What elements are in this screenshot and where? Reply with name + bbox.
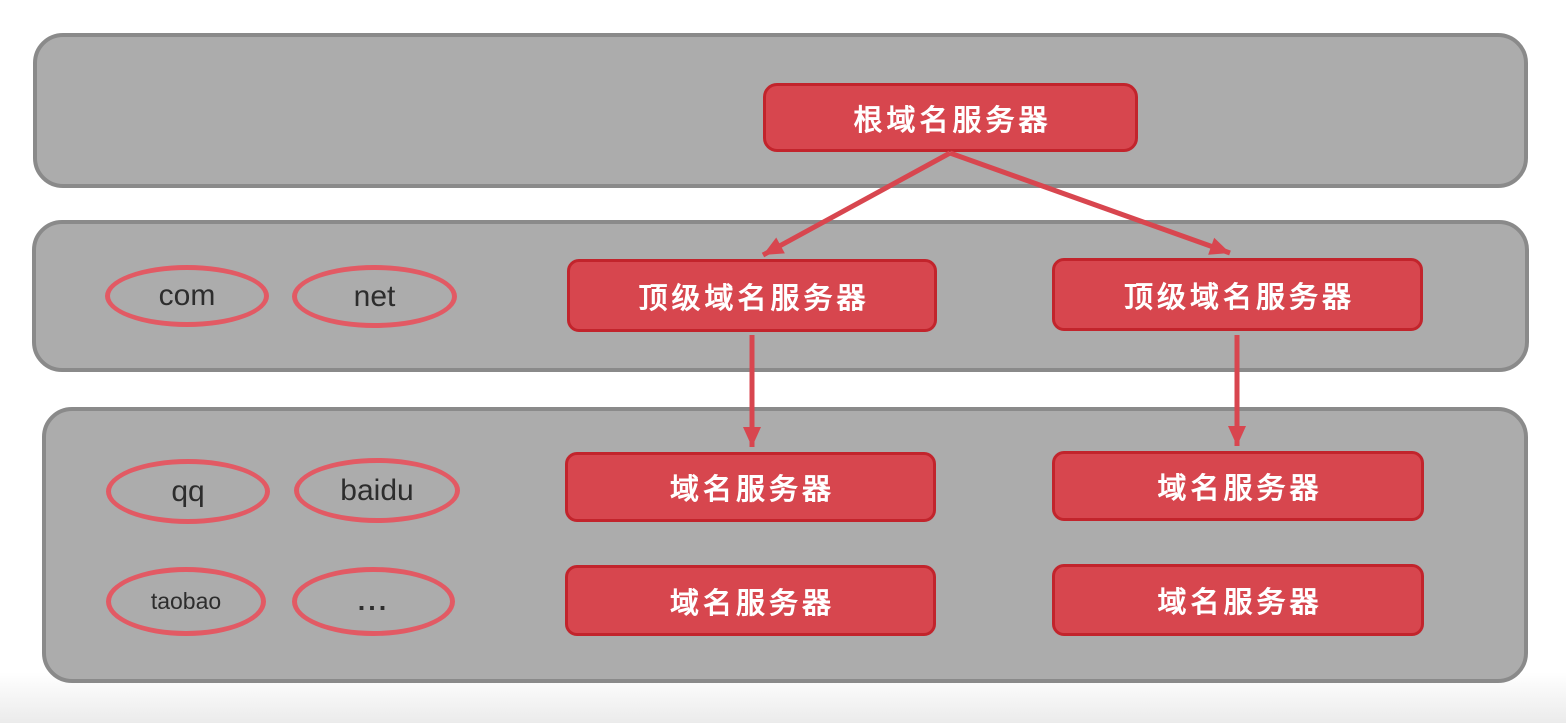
ellipse-taobao: taobao	[106, 567, 266, 636]
ellipse-qq-label: qq	[171, 474, 205, 508]
node-root-server: 根域名服务器	[763, 83, 1138, 152]
node-dns-server-left-1: 域名服务器	[565, 452, 936, 522]
ellipse-com-label: com	[158, 279, 216, 312]
ellipse-baidu-label: baidu	[340, 473, 414, 507]
ellipse-taobao-label: taobao	[150, 588, 222, 614]
node-dns-server-right-1: 域名服务器	[1052, 451, 1424, 521]
node-dns-server-left-2: 域名服务器	[565, 565, 936, 636]
node-root-server-label: 根域名服务器	[853, 104, 1052, 137]
node-dns-server-left-1-label: 域名服务器	[669, 474, 835, 506]
node-tld-server-left-label: 顶级域名服务器	[638, 282, 870, 315]
ellipse-baidu: baidu	[294, 458, 460, 523]
ellipse-qq: qq	[106, 459, 270, 524]
ellipse-more-label: ...	[357, 586, 390, 616]
node-tld-server-right: 顶级域名服务器	[1052, 258, 1423, 331]
ellipse-net-label: net	[353, 279, 396, 313]
node-dns-server-right-2-label: 域名服务器	[1157, 587, 1323, 619]
ellipse-com: com	[105, 265, 269, 327]
node-tld-server-right-label: 顶级域名服务器	[1123, 281, 1355, 314]
authoritative-layer-band	[42, 407, 1528, 683]
ellipse-more: ...	[292, 567, 455, 636]
node-dns-server-right-1-label: 域名服务器	[1157, 473, 1323, 505]
node-dns-server-right-2: 域名服务器	[1052, 564, 1424, 636]
node-tld-server-left: 顶级域名服务器	[567, 259, 937, 332]
ellipse-net: net	[292, 265, 457, 328]
node-dns-server-left-2-label: 域名服务器	[669, 587, 835, 620]
